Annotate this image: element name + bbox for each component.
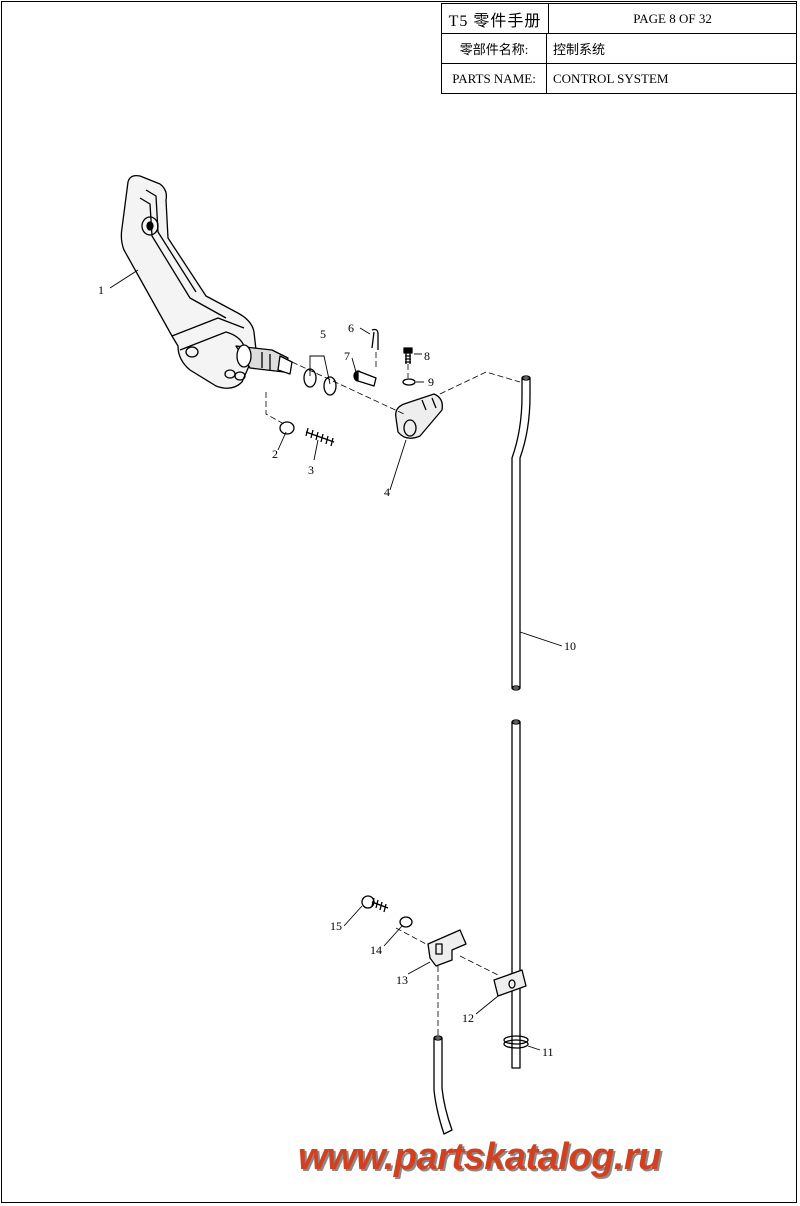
lower-cable <box>433 1037 453 1135</box>
part-6-cotter-pin <box>371 328 379 350</box>
part-4-lever-arm <box>395 393 443 439</box>
part-9-washer <box>402 378 416 386</box>
part-5-o-rings <box>303 368 337 396</box>
callout-2: 2 <box>272 447 278 461</box>
lower-shift-rod <box>511 719 521 1069</box>
en-part-name-value: CONTROL SYSTEM <box>546 63 797 94</box>
callout-12: 12 <box>462 1011 474 1025</box>
part-10-upper-shift-rod <box>511 375 531 691</box>
en-part-name-label: PARTS NAME: <box>441 63 547 94</box>
callout-15: 15 <box>330 919 342 933</box>
callout-10: 10 <box>564 639 576 653</box>
part-11-ring <box>503 1035 529 1049</box>
callout-7: 7 <box>344 349 350 363</box>
callout-4: 4 <box>384 485 390 499</box>
callout-13: 13 <box>396 973 408 987</box>
page-number: PAGE 8 OF 32 <box>548 3 797 34</box>
part-8-screw <box>403 347 413 364</box>
callout-8: 8 <box>424 349 430 363</box>
part-15-bolt <box>361 895 389 913</box>
callout-3: 3 <box>308 463 314 477</box>
part-13-bracket <box>427 929 467 967</box>
callout-5: 5 <box>320 327 326 341</box>
leader-lines <box>109 269 563 1051</box>
part-7-pin <box>353 370 377 387</box>
callout-9: 9 <box>428 375 434 389</box>
part-2-ball <box>279 421 295 435</box>
lower-cable-end <box>433 1035 443 1041</box>
part-1-control-lever <box>120 174 293 389</box>
part-14-washer <box>399 916 413 928</box>
part-12-rod-clamp <box>493 969 527 997</box>
alignment-lines <box>265 352 521 1036</box>
callout-14: 14 <box>370 943 382 957</box>
callout-6: 6 <box>348 321 354 335</box>
part-3-spring <box>305 427 335 447</box>
callout-11: 11 <box>542 1045 554 1059</box>
callout-1: 1 <box>98 283 104 297</box>
title-block: T5 零件手册 PAGE 8 OF 32 零部件名称: 控制系统 PARTS N… <box>440 3 797 94</box>
watermark: www.partskatalog.ru <box>298 1136 661 1178</box>
